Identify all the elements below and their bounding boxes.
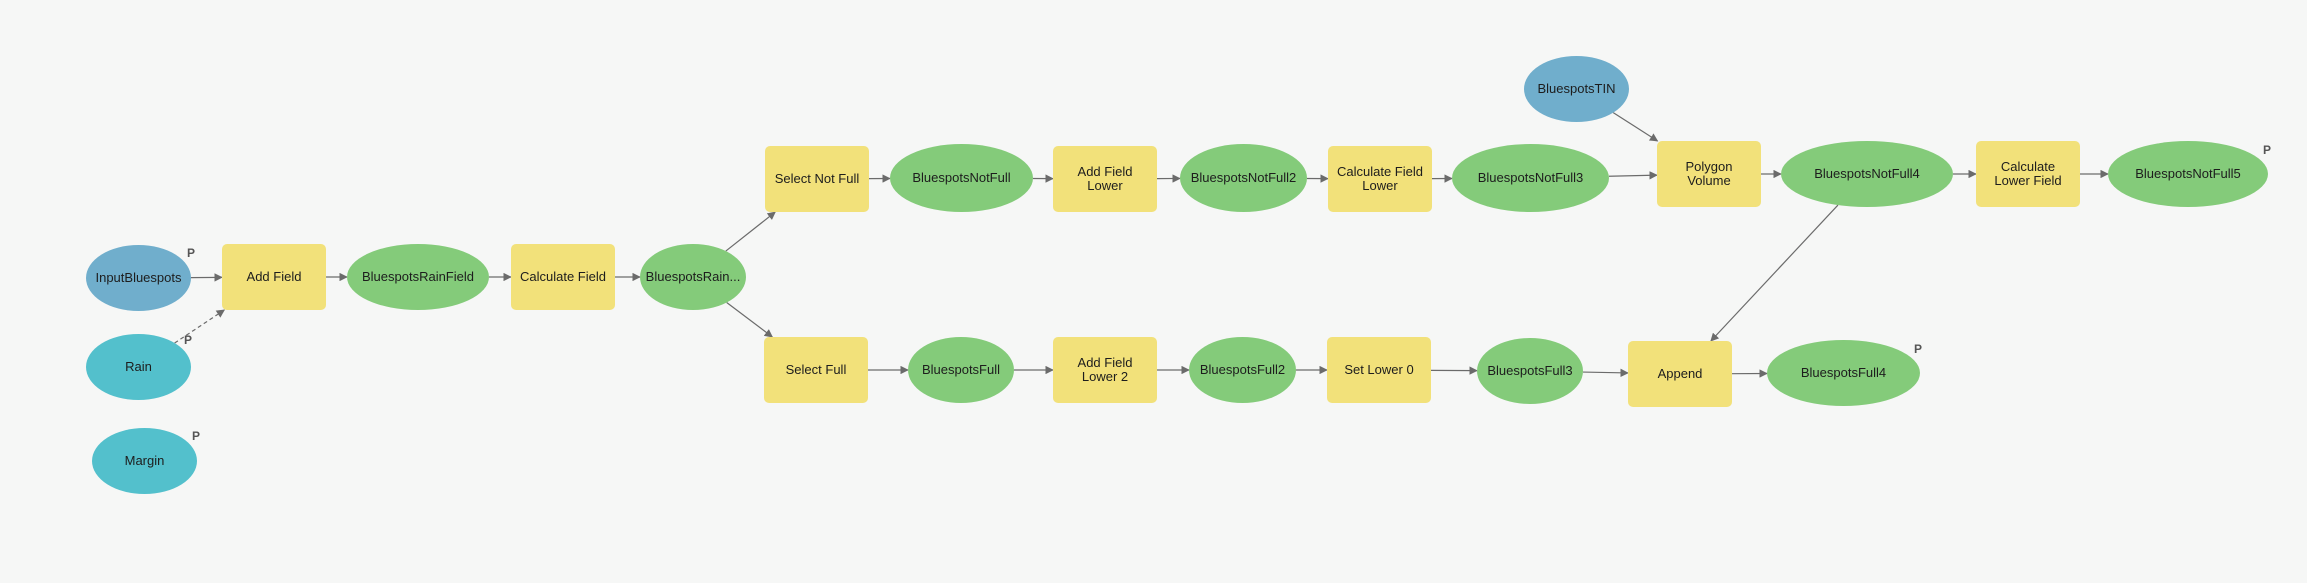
node-label: BluespotsFull3: [1487, 363, 1573, 378]
node-label: BluespotsTIN: [1537, 81, 1616, 96]
node-bluespots-full4[interactable]: BluespotsFull4: [1767, 340, 1920, 406]
node-label: BluespotsFull: [921, 362, 1001, 377]
tool-select-not-full[interactable]: Select Not Full: [765, 146, 869, 212]
tool-select-full[interactable]: Select Full: [764, 337, 868, 403]
parameter-marker: P: [187, 246, 196, 260]
node-label: BluespotsFull2: [1199, 362, 1286, 377]
node-label: Rain: [125, 359, 152, 374]
connector-bluespots_tin-to-polygon_volume: [1612, 112, 1659, 142]
node-rain[interactable]: Rain: [86, 334, 191, 400]
connector-bluespots_rain_trunc-to-select_full: [726, 301, 774, 338]
connector-bluespots_full3-to-append: [1582, 368, 1629, 378]
connector-rain-to-add_field: [174, 309, 226, 344]
tool-add-field-lower[interactable]: Add Field Lower: [1053, 146, 1157, 212]
parameter-marker: P: [1914, 342, 1923, 356]
node-bluespots-full2[interactable]: BluespotsFull2: [1189, 337, 1296, 403]
node-input-bluespots[interactable]: InputBluespots: [86, 245, 191, 311]
node-label: Set Lower 0: [1344, 362, 1414, 377]
node-label: BluespotsRainField: [361, 269, 474, 284]
parameter-marker: P: [192, 429, 201, 443]
node-label: BluespotsNotFull5: [2135, 166, 2241, 181]
node-label: BluespotsNotFull4: [1814, 166, 1920, 181]
node-bluespots-rain-field[interactable]: BluespotsRainField: [347, 244, 489, 310]
node-bluespots-not-full2[interactable]: BluespotsNotFull2: [1180, 144, 1307, 212]
node-label: InputBluespots: [95, 270, 182, 285]
node-bluespots-not-full[interactable]: BluespotsNotFull: [890, 144, 1033, 212]
node-bluespots-not-full4[interactable]: BluespotsNotFull4: [1781, 141, 1953, 207]
node-label: Calculate Field Lower: [1337, 164, 1423, 193]
node-label: Add Field Lower 2: [1077, 355, 1133, 384]
tool-polygon-volume[interactable]: Polygon Volume: [1657, 141, 1761, 207]
node-label: Calculate Lower Field: [1994, 159, 2062, 188]
node-label: Margin: [124, 453, 165, 468]
node-bluespots-not-full3[interactable]: BluespotsNotFull3: [1452, 144, 1609, 212]
tool-add-field[interactable]: Add Field: [222, 244, 326, 310]
node-label: BluespotsNotFull2: [1190, 170, 1297, 185]
node-label: Select Not Full: [774, 171, 860, 186]
node-label: Add Field Lower: [1077, 164, 1133, 193]
tool-set-lower-0[interactable]: Set Lower 0: [1327, 337, 1431, 403]
tool-add-field-lower-2[interactable]: Add Field Lower 2: [1053, 337, 1157, 403]
node-bluespots-full3[interactable]: BluespotsFull3: [1477, 338, 1583, 404]
node-bluespots-full[interactable]: BluespotsFull: [908, 337, 1014, 403]
tool-calculate-lower-field[interactable]: Calculate Lower Field: [1976, 141, 2080, 207]
parameter-marker: P: [2263, 143, 2272, 157]
node-margin[interactable]: Margin: [92, 428, 197, 494]
node-bluespots-rain[interactable]: BluespotsRain...: [640, 244, 746, 310]
tool-calculate-field-lower[interactable]: Calculate Field Lower: [1328, 146, 1432, 212]
node-label: Append: [1657, 366, 1703, 381]
node-label: BluespotsFull4: [1800, 365, 1887, 380]
node-label: BluespotsNotFull3: [1477, 170, 1584, 185]
node-label: BluespotsRain...: [645, 269, 741, 284]
tool-calculate-field[interactable]: Calculate Field: [511, 244, 615, 310]
node-label: BluespotsNotFull: [912, 170, 1011, 185]
connector-bluespots_not_full3-to-polygon_volume: [1608, 171, 1658, 180]
node-label: Select Full: [785, 362, 847, 377]
parameter-marker: P: [184, 333, 193, 347]
node-label: Polygon Volume: [1685, 159, 1733, 188]
connector-bluespots_rain_trunc-to-select_not_full: [725, 211, 776, 252]
connector-bluespots_not_full4-to-append: [1710, 204, 1839, 342]
node-bluespots-tin[interactable]: BluespotsTIN: [1524, 56, 1629, 122]
node-label: Add Field: [246, 269, 302, 284]
node-label: Calculate Field: [520, 269, 606, 284]
node-bluespots-not-full5[interactable]: BluespotsNotFull5: [2108, 141, 2268, 207]
tool-append[interactable]: Append: [1628, 341, 1732, 407]
